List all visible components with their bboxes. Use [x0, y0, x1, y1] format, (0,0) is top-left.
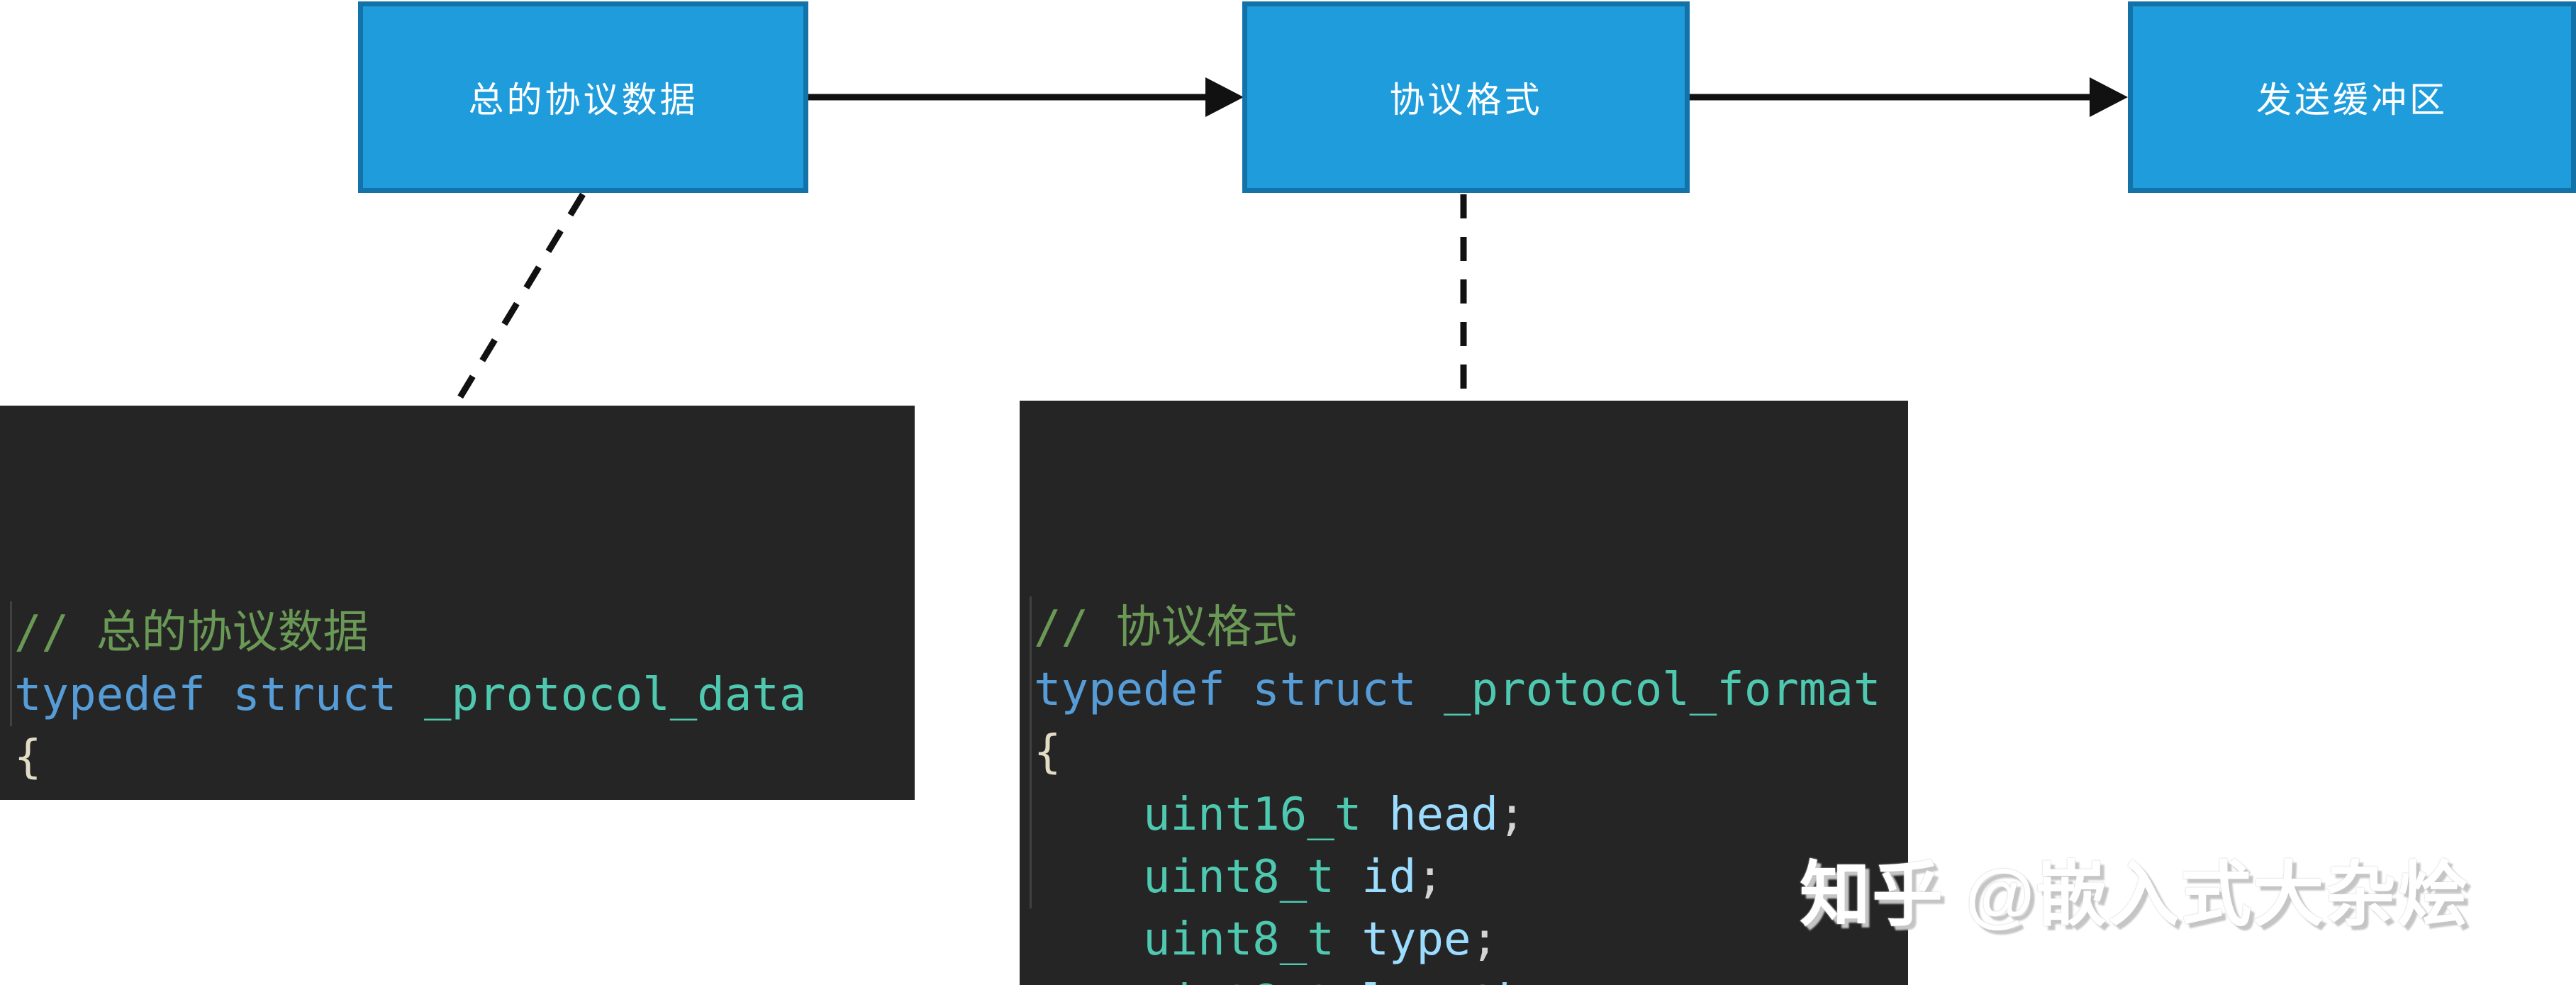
code-line: uint8_t length; [1034, 971, 1908, 985]
code-line: typedef struct _protocol_data [14, 664, 915, 726]
code-token-plain [1416, 664, 1444, 716]
code-token-brace: { [1034, 726, 1061, 779]
code-token-variable: head [1388, 789, 1499, 841]
code-token-type: uint8_t [1143, 976, 1334, 985]
flow-box-protocol-data-label: 总的协议数据 [468, 80, 698, 120]
code-line: { [14, 726, 915, 789]
code-token-type: _protocol_format [1443, 664, 1881, 716]
code-token-plain [1334, 851, 1362, 903]
code-token-plain [1034, 976, 1143, 985]
indent-guide [1030, 596, 1032, 908]
code-token-type: uint16_t [1143, 789, 1362, 841]
indent-guide [10, 601, 12, 726]
code-line: protocol_id_e id; [14, 789, 915, 800]
code-line: typedef struct _protocol_format [1034, 659, 1908, 721]
code-token-plain [1334, 976, 1362, 985]
code-token-punct: ; [1471, 913, 1499, 966]
code-token-plain [14, 794, 123, 800]
code-token-comment: // 协议格式 [1034, 601, 1298, 654]
code-token-punct: ; [561, 794, 589, 800]
code-token-type: uint8_t [1143, 913, 1334, 966]
flow-box-protocol-format: 协议格式 [1242, 1, 1690, 193]
code-token-plain [1034, 913, 1143, 966]
code-token-plain [1034, 789, 1143, 841]
code-token-plain [1361, 789, 1389, 841]
code-token-variable: id [1361, 851, 1417, 903]
zhihu-watermark: 知乎 @嵌入式大杂烩 [1800, 855, 2470, 935]
flow-box-protocol-format-label: 协议格式 [1389, 80, 1543, 120]
code-token-punct: ; [1416, 851, 1444, 903]
flow-box-send-buffer-label: 发送缓冲区 [2256, 80, 2448, 120]
flow-box-protocol-data: 总的协议数据 [358, 1, 808, 193]
code-token-punct: ; [1526, 976, 1554, 985]
code-token-variable: type [1361, 913, 1471, 966]
code-token-type: _protocol_data [423, 669, 807, 721]
code-line: // 协议格式 [1034, 596, 1908, 659]
code-token-comment: // 总的协议数据 [14, 606, 369, 659]
code-token-variable: length [1361, 976, 1525, 985]
code-token-punct: ; [1498, 789, 1526, 841]
code-token-type: uint8_t [1143, 851, 1334, 903]
code-token-plain [1334, 913, 1362, 966]
arrowhead-format-to-buffer [2090, 77, 2128, 117]
code-token-brace: { [14, 731, 42, 784]
flow-box-send-buffer: 发送缓冲区 [2128, 1, 2576, 193]
code-line: uint8_t id; [1034, 846, 1908, 908]
code-line: { [1034, 721, 1908, 784]
code-token-plain [396, 669, 424, 721]
code-line: // 总的协议数据 [14, 601, 915, 664]
code-token-plain [479, 794, 506, 800]
code-token-variable: id [506, 794, 561, 800]
code-line: uint8_t type; [1034, 908, 1908, 971]
code-token-keyword: typedef struct [14, 669, 397, 721]
code-token-keyword: typedef struct [1034, 664, 1417, 716]
code-line: uint16_t head; [1034, 784, 1908, 846]
code-token-type: protocol_id_e [123, 794, 479, 800]
arrowhead-data-to-format [1205, 77, 1244, 117]
code-token-plain [1034, 851, 1143, 903]
dashed-connector-data-box-to-code [453, 192, 586, 406]
